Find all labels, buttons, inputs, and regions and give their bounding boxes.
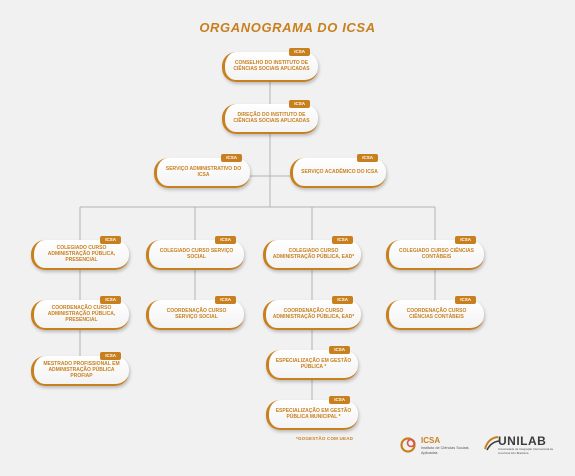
icsa-tag: ICSA — [289, 100, 310, 108]
footnote: *GOGESTÃO COM UEAD — [296, 436, 354, 441]
icsa-tag: ICSA — [215, 236, 236, 244]
unilab-logo-icon — [484, 436, 500, 451]
node-label: ESPECIALIZAÇÃO EM GESTÃO PÚBLICA MUNICIP… — [275, 408, 352, 420]
node-conselho: ICSA CONSELHO DO INSTITUTO DE CIÊNCIAS S… — [222, 48, 318, 82]
node-mestrado-profiap: ICSA MESTRADO PROFISSIONAL EM ADMINISTRA… — [31, 352, 129, 386]
node-label: DIREÇÃO DO INSTITUTO DE CIÊNCIAS SOCIAIS… — [233, 112, 310, 124]
icsa-logo: ICSA Instituto de Ciências Sociais Aplic… — [400, 435, 470, 457]
node-coordenacao-adm-ead: ICSA COORDENAÇÃO CURSO ADMINISTRAÇÃO PÚB… — [263, 296, 361, 330]
icsa-tag: ICSA — [215, 296, 236, 304]
node-colegiado-contabeis: ICSA COLEGIADO CURSO CIÊNCIAS CONTÁBEIS — [386, 236, 484, 270]
icsa-tag: ICSA — [289, 48, 310, 56]
page-title: ORGANOGRAMA DO ICSA — [199, 20, 376, 35]
node-colegiado-servico-social: ICSA COLEGIADO CURSO SERVIÇO SOCIAL — [146, 236, 244, 270]
icsa-tag: ICSA — [329, 346, 350, 354]
icsa-tag: ICSA — [100, 296, 121, 304]
icsa-tag: ICSA — [100, 236, 121, 244]
node-label: COLEGIADO CURSO SERVIÇO SOCIAL — [159, 248, 234, 260]
unilab-logo: UNILAB Universidade da Integração Intern… — [484, 433, 554, 459]
node-servico-academico: ICSA SERVIÇO ACADÊMICO DO ICSA — [290, 154, 386, 188]
node-label: CONSELHO DO INSTITUTO DE CIÊNCIAS SOCIAI… — [233, 60, 310, 72]
node-label: COORDENAÇÃO CURSO SERVIÇO SOCIAL — [166, 308, 227, 320]
icsa-tag: ICSA — [455, 236, 476, 244]
node-colegiado-adm-ead: ICSA COLEGIADO CURSO ADMINISTRAÇÃO PÚBLI… — [263, 236, 361, 270]
node-label: ESPECIALIZAÇÃO EM GESTÃO PÚBLICA * — [275, 358, 352, 370]
node-especializacao-gestao-publica: ICSA ESPECIALIZAÇÃO EM GESTÃO PÚBLICA * — [266, 346, 358, 380]
node-direcao: ICSA DIREÇÃO DO INSTITUTO DE CIÊNCIAS SO… — [222, 100, 318, 134]
node-label: COORDENAÇÃO CURSO ADMINISTRAÇÃO PÚBLICA,… — [272, 308, 355, 320]
node-label: COLEGIADO CURSO ADMINISTRAÇÃO PÚBLICA, P… — [47, 245, 116, 263]
node-coordenacao-adm-presencial: ICSA COORDENAÇÃO CURSO ADMINISTRAÇÃO PÚB… — [31, 296, 129, 330]
node-label: COLEGIADO CURSO ADMINISTRAÇÃO PÚBLICA, E… — [272, 248, 355, 260]
node-label: COLEGIADO CURSO CIÊNCIAS CONTÁBEIS — [398, 248, 474, 260]
icsa-tag: ICSA — [100, 352, 121, 360]
unilab-logo-name: UNILAB — [498, 434, 547, 448]
node-label: SERVIÇO ACADÊMICO DO ICSA — [301, 169, 378, 175]
node-especializacao-gestao-municipal: ICSA ESPECIALIZAÇÃO EM GESTÃO PÚBLICA MU… — [266, 396, 358, 430]
icsa-logo-name: ICSA — [421, 436, 441, 445]
icsa-logo-icon — [400, 437, 416, 453]
icsa-tag: ICSA — [332, 236, 353, 244]
icsa-tag: ICSA — [332, 296, 353, 304]
node-coordenacao-contabeis: ICSA COORDENAÇÃO CURSO CIÊNCIAS CONTÁBEI… — [386, 296, 484, 330]
node-coordenacao-servico-social: ICSA COORDENAÇÃO CURSO SERVIÇO SOCIAL — [146, 296, 244, 330]
unilab-logo-subtitle: Universidade da Integração Internacional… — [498, 447, 553, 455]
icsa-tag: ICSA — [455, 296, 476, 304]
node-label: COORDENAÇÃO CURSO CIÊNCIAS CONTÁBEIS — [406, 308, 467, 320]
icsa-tag: ICSA — [221, 154, 242, 162]
icsa-logo-subtitle: Instituto de Ciências Sociais Aplicadas — [421, 446, 469, 455]
node-label: COORDENAÇÃO CURSO ADMINISTRAÇÃO PÚBLICA,… — [47, 305, 116, 323]
node-servico-administrativo: ICSA SERVIÇO ADMINISTRATIVO DO ICSA — [154, 154, 250, 188]
node-colegiado-adm-presencial: ICSA COLEGIADO CURSO ADMINISTRAÇÃO PÚBLI… — [31, 236, 129, 270]
node-label: SERVIÇO ADMINISTRATIVO DO ICSA — [165, 166, 242, 178]
icsa-tag: ICSA — [329, 396, 350, 404]
icsa-tag: ICSA — [357, 154, 378, 162]
node-label: MESTRADO PROFISSIONAL EM ADMINISTRAÇÃO P… — [43, 361, 120, 379]
